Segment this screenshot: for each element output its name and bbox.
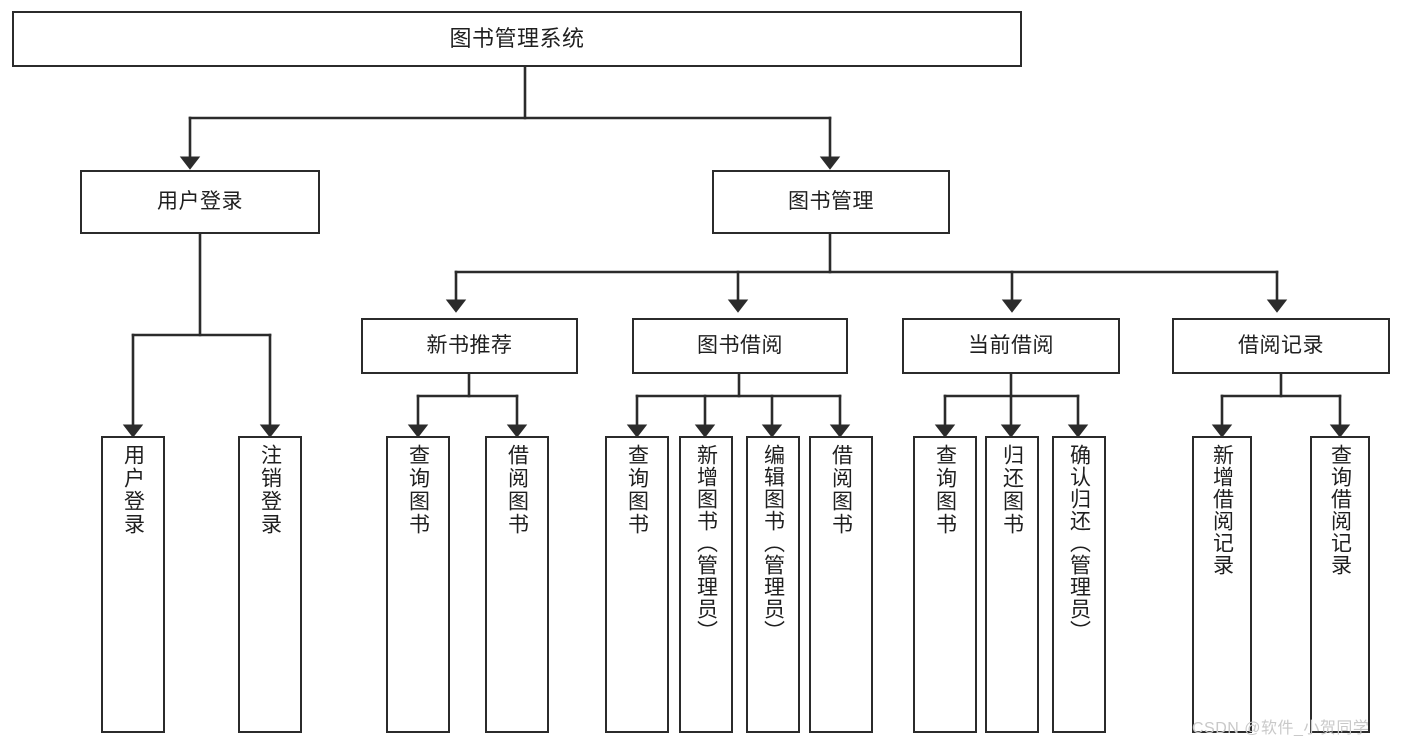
node-label: 借阅记录 (1238, 334, 1324, 358)
leaf-query-books-new-book[interactable]: 查询图书 (386, 436, 450, 733)
node-label: 新增借阅记录 (1210, 444, 1234, 576)
leaf-confirm-return-admin[interactable]: 确认归还（管理员） (1052, 436, 1106, 733)
node-label: 查询借阅记录 (1328, 444, 1352, 576)
leaf-query-books-borrowing[interactable]: 查询图书 (605, 436, 669, 733)
node-book-management-system[interactable]: 图书管理系统 (12, 11, 1022, 67)
node-label: 归还图书 (1000, 444, 1024, 536)
node-label: 借阅图书 (829, 444, 853, 536)
node-label: 确认归还（管理员） (1067, 444, 1091, 642)
node-borrowing-record[interactable]: 借阅记录 (1172, 318, 1390, 374)
node-label: 注销登录 (258, 444, 282, 536)
node-label: 借阅图书 (505, 444, 529, 536)
leaf-edit-book-admin[interactable]: 编辑图书（管理员） (746, 436, 800, 733)
node-label: 新书推荐 (426, 334, 513, 358)
node-label: 用户登录 (157, 190, 243, 214)
node-label: 查询图书 (625, 444, 649, 536)
node-label: 编辑图书（管理员） (761, 444, 785, 642)
node-book-management[interactable]: 图书管理 (712, 170, 950, 234)
leaf-user-login[interactable]: 用户登录 (101, 436, 165, 733)
node-label: 新增图书（管理员） (694, 444, 718, 642)
leaf-add-book-admin[interactable]: 新增图书（管理员） (679, 436, 733, 733)
node-label: 当前借阅 (968, 334, 1054, 358)
node-book-borrowing[interactable]: 图书借阅 (632, 318, 848, 374)
node-user-login[interactable]: 用户登录 (80, 170, 320, 234)
leaf-return-books[interactable]: 归还图书 (985, 436, 1039, 733)
leaf-query-books-current[interactable]: 查询图书 (913, 436, 977, 733)
leaf-add-borrowing-record[interactable]: 新增借阅记录 (1192, 436, 1252, 733)
leaf-borrow-books-borrowing[interactable]: 借阅图书 (809, 436, 873, 733)
leaf-borrow-books-new-book[interactable]: 借阅图书 (485, 436, 549, 733)
leaf-logout[interactable]: 注销登录 (238, 436, 302, 733)
csdn-watermark: CSDN @软件_小贺同学 (1192, 720, 1370, 737)
node-label: 查询图书 (933, 444, 957, 536)
node-label: 图书借阅 (697, 334, 783, 358)
leaf-query-borrowing-record[interactable]: 查询借阅记录 (1310, 436, 1370, 733)
node-label: 图书管理 (788, 190, 874, 214)
node-label: 用户登录 (121, 444, 145, 536)
node-label: 查询图书 (406, 444, 430, 536)
node-current-borrowing[interactable]: 当前借阅 (902, 318, 1120, 374)
node-label: 图书管理系统 (449, 25, 585, 51)
node-new-book-recommendation[interactable]: 新书推荐 (361, 318, 578, 374)
